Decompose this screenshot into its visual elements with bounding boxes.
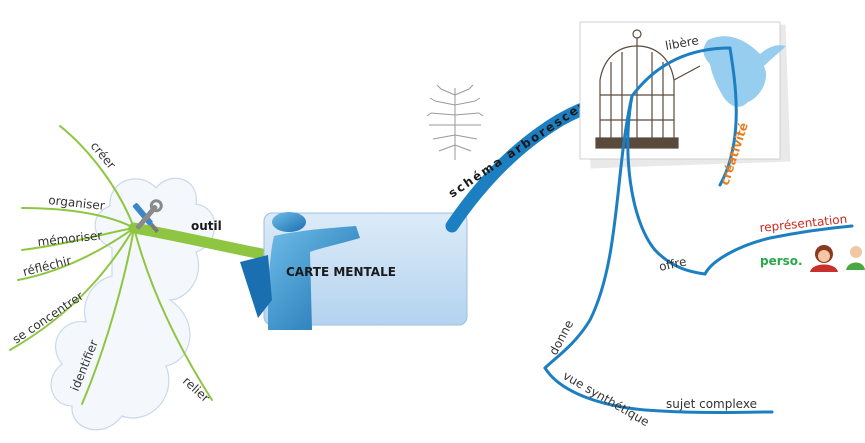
- branch-tool: [9, 125, 278, 405]
- verb-line-organiser: [21, 207, 135, 229]
- center-title: CARTE MENTALE: [286, 265, 396, 279]
- verb-memoriser: mémoriser: [37, 228, 103, 249]
- branch-gives: [543, 94, 774, 414]
- person-icon: [240, 212, 360, 330]
- gives-label: donne: [546, 318, 576, 358]
- verb-line-memoriser: [21, 227, 135, 251]
- verb-line-relier: [133, 227, 213, 401]
- branch-tool-trunk: [128, 222, 278, 262]
- branch-frees: [630, 46, 738, 187]
- tree-label: schéma arborescent: [446, 92, 597, 201]
- verb-creer: créer: [88, 139, 119, 172]
- verb-line-creer: [59, 125, 135, 229]
- tree-icon: [426, 84, 484, 160]
- complex-subject-label: sujet complexe: [666, 397, 757, 411]
- wrench-icon: [135, 199, 163, 230]
- offers-label: offre: [658, 254, 688, 273]
- woman-avatar-icon: [810, 245, 838, 272]
- frees-label: libère: [664, 33, 700, 53]
- man-avatar-icon: [846, 246, 865, 270]
- verb-line-concentrer: [9, 227, 135, 351]
- dove-icon: [703, 36, 786, 107]
- verb-relier: relier: [180, 374, 212, 405]
- synthetic-view-label: vue synthétique: [561, 368, 652, 429]
- bird-cage-icon: [595, 29, 701, 149]
- verb-reflechir: réfléchir: [21, 253, 72, 279]
- verb-line-identifier: [81, 227, 135, 405]
- perso-label: perso.: [760, 254, 803, 268]
- branch-offers: [626, 94, 854, 276]
- tool-label: outil: [191, 219, 222, 233]
- verb-organiser: organiser: [48, 193, 106, 213]
- verb-line-reflechir: [17, 227, 135, 281]
